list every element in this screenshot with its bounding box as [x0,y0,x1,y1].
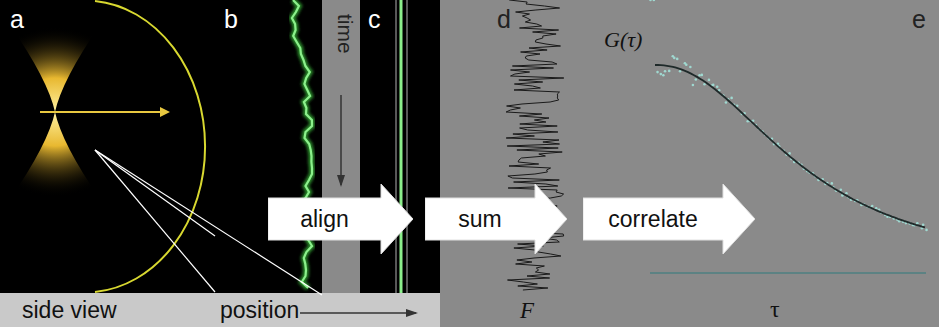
data-point [712,84,715,87]
axis-label: G(τ) [604,28,642,52]
data-point [679,70,682,73]
projection-line [95,150,215,236]
data-point [716,86,719,89]
panel-b-ground [215,0,322,293]
data-point [698,74,701,77]
axis-label: time [334,14,357,54]
process-arrow: sum [425,184,567,254]
trace-stroke [396,0,406,293]
data-point [689,66,692,69]
data-point [664,70,667,73]
arrow-fill [583,184,755,254]
arrow-fill [268,184,413,254]
panel-letter: d [497,6,511,34]
data-point [676,58,679,61]
panel-letter: e [912,6,926,34]
data-point [871,205,874,208]
process-arrow: align [268,184,413,254]
data-point [730,97,733,100]
panel-a-ground [0,0,215,293]
trace-stroke [292,0,312,288]
data-point [922,223,925,226]
align-guide [407,0,408,293]
data-point [925,229,928,232]
panel-caption: side view [22,298,117,323]
focus-cone [10,112,100,199]
beam-arrow [40,111,168,113]
focus-cone [10,25,100,112]
panel-letter: b [224,6,238,34]
data-point [668,70,671,73]
trace-stroke [400,0,403,293]
data-point [692,84,695,87]
axis-label: position [220,298,299,323]
data-point [685,63,688,66]
data-point [673,57,676,60]
aligned-trace [401,0,402,293]
arrow-label: correlate [608,206,697,233]
data-point [725,101,728,104]
caption-strip [0,293,440,327]
data-point [695,78,698,81]
baseline [650,272,926,274]
arrow-label: align [300,206,349,233]
trace-stroke [292,0,312,288]
panel-letter: a [10,6,24,34]
data-point [656,71,659,74]
panel-c-ground [360,0,440,293]
data-point [653,0,656,1]
data-point [649,0,652,1]
data-point [701,74,704,77]
correlation-points [649,0,928,231]
arrow-fill [425,184,567,254]
position-arrow [300,312,416,314]
axis-label: F [520,298,534,323]
panel-letter: c [368,6,381,34]
scan-arc [95,1,205,292]
data-point [708,79,711,82]
kymograph-trace [292,0,312,288]
projection-line [95,150,215,292]
axis-label: τ [770,296,780,322]
process-arrow: correlate [583,184,755,254]
time-arrow [340,95,342,185]
data-point [831,182,834,185]
arrow-label: sum [458,206,501,233]
data-point [662,74,665,77]
data-point [839,188,842,191]
data-point [703,83,706,86]
align-guide [396,0,397,293]
data-point [660,73,663,76]
